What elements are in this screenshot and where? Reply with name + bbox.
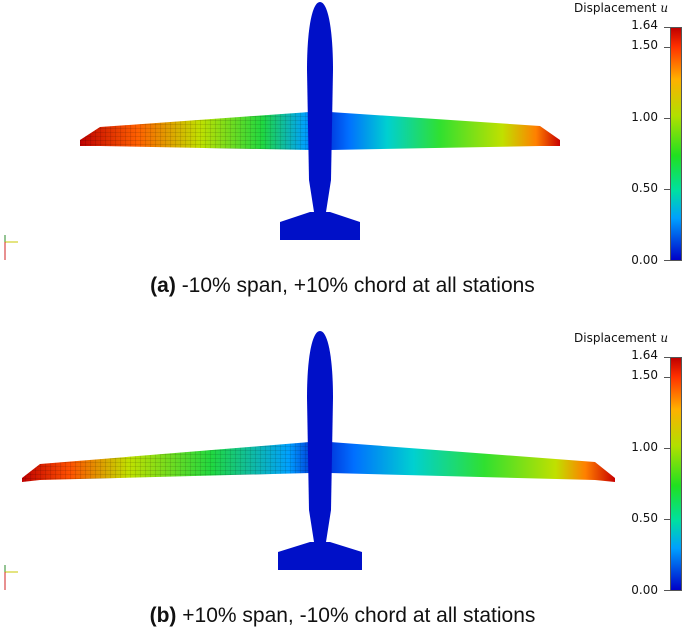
colorbar-tick-label: 0.50 (631, 511, 658, 525)
axes-triad (0, 232, 30, 268)
colorbar (670, 357, 682, 591)
aircraft-render-b (22, 331, 615, 570)
colorbar-tick-label: 1.00 (631, 110, 658, 124)
colorbar-tickmark (664, 189, 670, 190)
horizontal-tail (280, 212, 360, 240)
panel-a: Displacement u 1.64 1.50 1.00 0.50 0.00 … (0, 0, 685, 316)
colorbar-tickmark (664, 118, 670, 119)
colorbar-tickmark (664, 47, 670, 48)
colorbar-tickmark (664, 27, 670, 28)
colorbar-tickmark (664, 357, 670, 358)
aircraft-render-a (80, 2, 560, 240)
caption-b: (b) +10% span, -10% chord at all station… (0, 604, 685, 628)
legend-title: Displacement u (574, 1, 669, 15)
colorbar-tick-label: 1.50 (631, 38, 658, 52)
colorbar-tickmark (664, 590, 670, 591)
fuselage (307, 2, 333, 212)
legend-title: Displacement u (574, 331, 669, 345)
right-wing (330, 442, 615, 482)
right-wing (330, 112, 560, 150)
fuselage (307, 331, 333, 542)
colorbar-tick-label: 0.00 (631, 583, 658, 597)
caption-label: (a) (150, 274, 176, 297)
panel-b: Displacement u 1.64 1.50 1.00 0.50 0.00 … (0, 330, 685, 633)
caption-text: -10% span, +10% chord at all stations (181, 274, 535, 297)
caption-text: +10% span, -10% chord at all stations (182, 604, 536, 627)
colorbar-tick-label: 0.50 (631, 181, 658, 195)
colorbar-tickmark (664, 448, 670, 449)
colorbar-tick-label: 1.50 (631, 368, 658, 382)
caption-label: (b) (149, 604, 177, 627)
colorbar-tickmark (664, 260, 670, 261)
colorbar-tick-label: 1.64 (631, 348, 658, 362)
colorbar-tick-label: 0.00 (631, 253, 658, 267)
colorbar-tick-label: 1.64 (631, 18, 658, 32)
colorbar-tickmark (664, 377, 670, 378)
colorbar-tick-label: 1.00 (631, 440, 658, 454)
horizontal-tail (278, 542, 362, 570)
axes-triad (0, 562, 30, 598)
caption-a: (a) -10% span, +10% chord at all station… (0, 274, 685, 298)
colorbar-tickmark (664, 519, 670, 520)
colorbar (670, 27, 682, 261)
